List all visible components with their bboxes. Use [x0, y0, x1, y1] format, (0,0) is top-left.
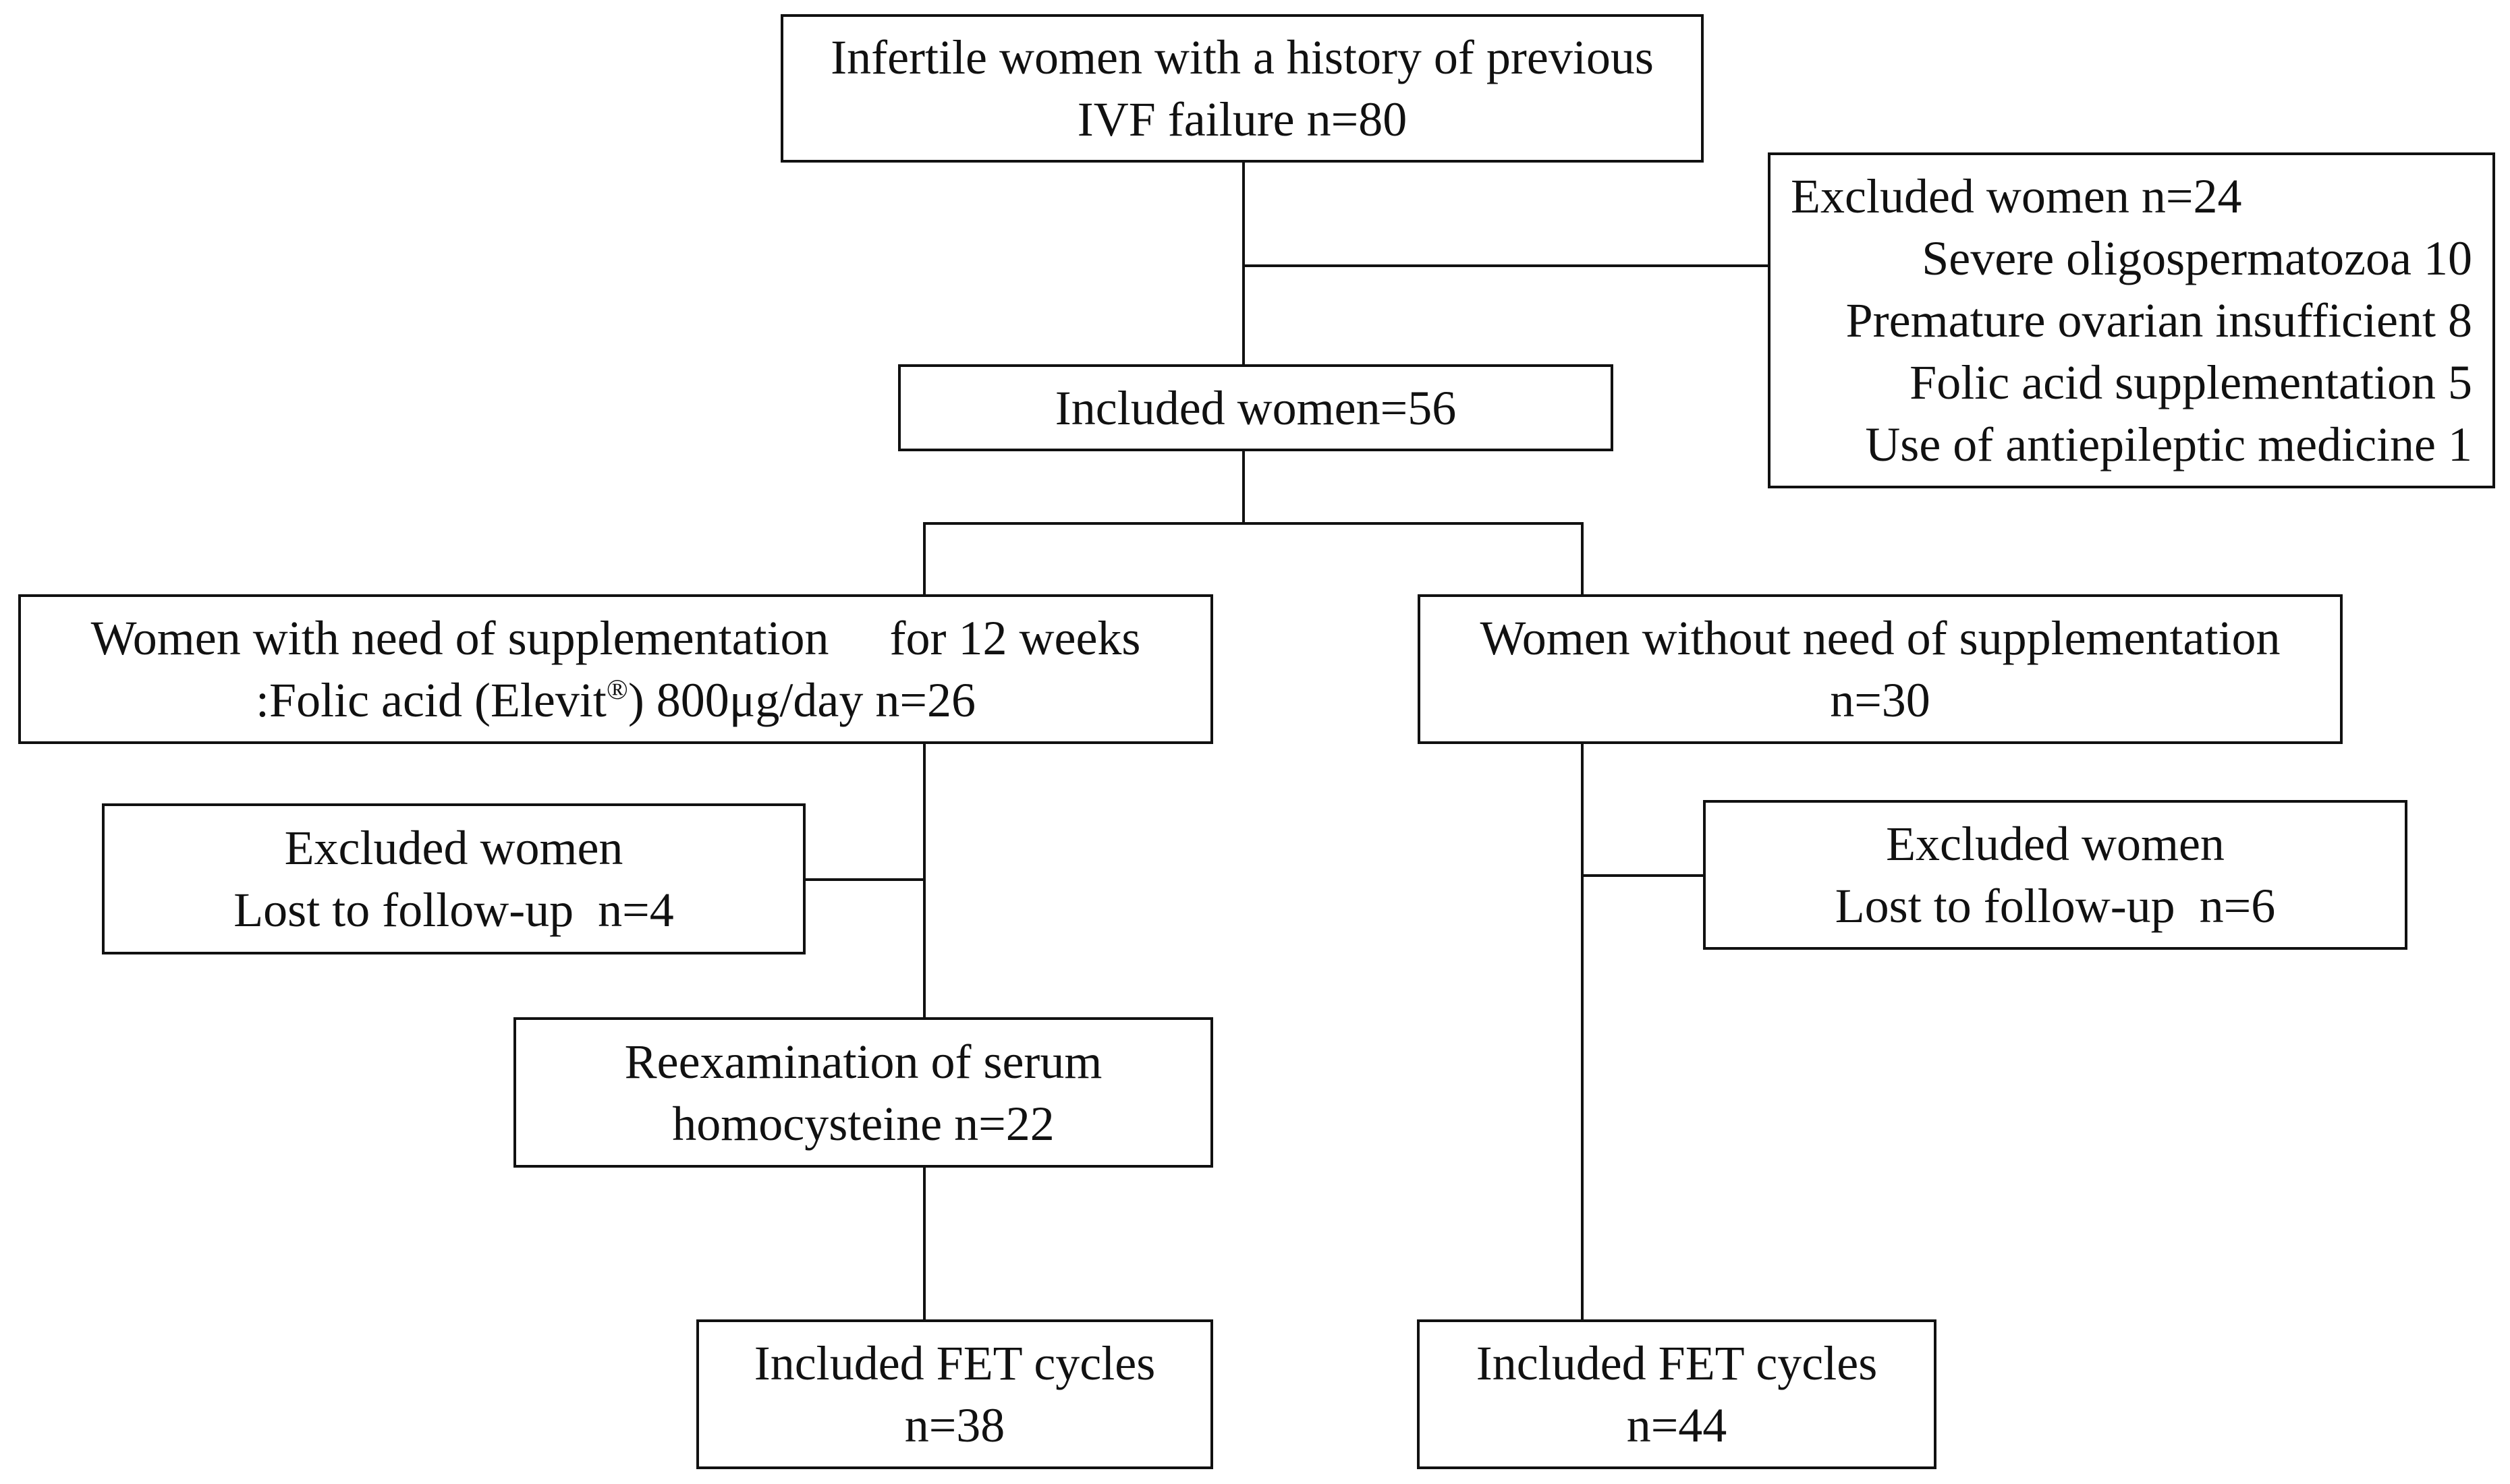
excluded-reason-2: Premature ovarian insufficient 8 — [1845, 293, 2472, 347]
node-fet-left: Included FET cycles n=38 — [696, 1319, 1213, 1469]
node-start-line-2: IVF failure n=80 — [1077, 92, 1407, 146]
node-reexam-line-1: Reexamination of serum — [624, 1034, 1103, 1089]
node-excluded-left: Excluded women Lost to follow-up n=4 — [102, 803, 806, 954]
excluded-reason-4: Use of antiepileptic medicine 1 — [1865, 418, 2472, 472]
node-included: Included women=56 — [898, 364, 1613, 451]
excluded-reason-3: Folic acid supplementation 5 — [1909, 355, 2472, 409]
node-excluded-left-line-2: Lost to follow-up n=4 — [233, 883, 674, 937]
node-need-supplementation: Women with need of supplementation for 1… — [18, 594, 1213, 744]
node-fet-right: Included FET cycles n=44 — [1417, 1319, 1936, 1469]
node-excluded-right-line-1: Excluded women — [1886, 817, 2225, 871]
node-fet-left-line-2: n=38 — [904, 1398, 1005, 1452]
node-included-line-1: Included women=56 — [1055, 380, 1457, 435]
node-need-line-2: :Folic acid (Elevit®) 800μg/day n=26 — [256, 669, 976, 731]
node-noneed-line-1: Women without need of supplementation — [1480, 611, 2281, 665]
node-excluded-screening: Excluded women n=24 Severe oligospermato… — [1768, 152, 2495, 488]
node-no-supplementation: Women without need of supplementation n=… — [1418, 594, 2343, 744]
registered-mark: ® — [606, 675, 628, 706]
node-excluded-right-line-2: Lost to follow-up n=6 — [1835, 879, 2276, 933]
node-fet-left-line-1: Included FET cycles — [754, 1336, 1156, 1390]
node-need-line-2-pre: :Folic acid (Elevit — [256, 673, 607, 727]
node-need-line-2-post: ) 800μg/day n=26 — [628, 673, 976, 727]
node-start: Infertile women with a history of previo… — [781, 14, 1704, 163]
node-excluded-left-line-1: Excluded women — [284, 821, 623, 875]
node-reexamination: Reexamination of serum homocysteine n=22 — [513, 1017, 1213, 1168]
excluded-reason-1: Severe oligospermatozoa 10 — [1922, 231, 2472, 285]
excluded-screening-title: Excluded women n=24 — [1791, 169, 2242, 223]
node-fet-right-line-2: n=44 — [1626, 1398, 1727, 1452]
node-need-line-1: Women with need of supplementation for 1… — [90, 611, 1141, 665]
node-reexam-line-2: homocysteine n=22 — [672, 1096, 1055, 1151]
node-excluded-right: Excluded women Lost to follow-up n=6 — [1703, 800, 2407, 950]
node-fet-right-line-1: Included FET cycles — [1476, 1336, 1878, 1390]
node-start-line-1: Infertile women with a history of previo… — [831, 30, 1654, 84]
node-noneed-line-2: n=30 — [1830, 673, 1930, 727]
